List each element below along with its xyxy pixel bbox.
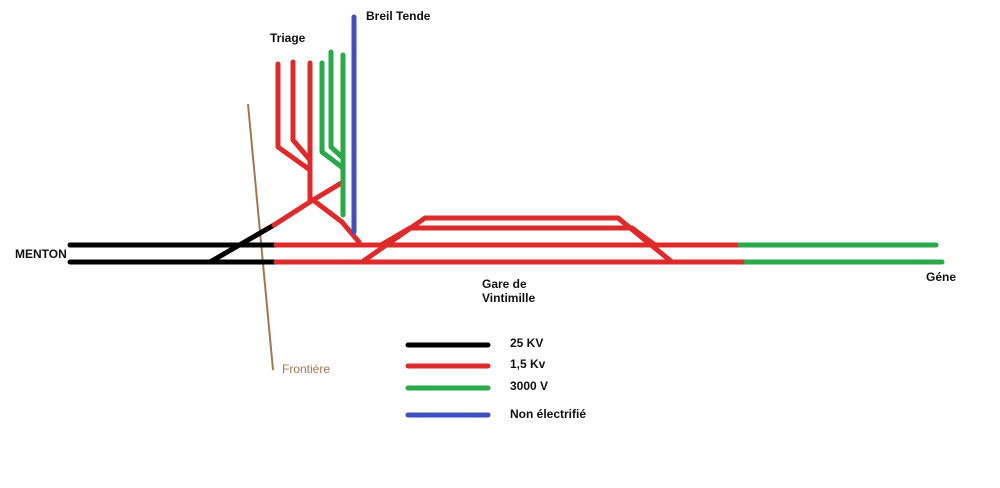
track-red-junction	[310, 197, 362, 245]
border-line	[247, 103, 274, 371]
label-breil-tende: Breil Tende	[366, 9, 431, 23]
legend-item-25kv: 25 KV	[405, 336, 543, 350]
label-gare-line1: Gare de	[482, 277, 527, 291]
label-frontiere: Frontiére	[282, 362, 330, 376]
track-green-triage-2	[328, 49, 346, 161]
legend-label-25kv: 25 KV	[510, 336, 543, 350]
tracks-3000v	[319, 49, 945, 265]
tracks-1-5kv	[271, 59, 749, 265]
legend-label-1-5kv: 1,5 Kv	[510, 357, 546, 371]
track-red-triage-2	[290, 59, 313, 163]
legend-label-3000v: 3000 V	[510, 379, 548, 393]
label-menton: MENTON	[15, 247, 67, 261]
track-red-triage-1	[275, 61, 313, 203]
track-25kv-crossover	[207, 222, 277, 265]
track-green-triage-1	[319, 60, 346, 171]
legend: 25 KV 1,5 Kv 3000 V Non électrifié	[405, 336, 586, 421]
label-gare-line2: Vintimille	[482, 291, 535, 305]
track-red-loop-outer	[359, 215, 675, 265]
label-gene: Géne	[926, 270, 956, 284]
legend-item-non-electrified: Non électrifié	[405, 407, 586, 421]
tracks-25kv	[67, 222, 279, 265]
label-triage: Triage	[270, 31, 306, 45]
track-red-loop-inner	[378, 225, 658, 248]
legend-item-3000v: 3000 V	[405, 379, 548, 393]
legend-label-non-electrified: Non électrifié	[510, 407, 586, 421]
legend-item-1-5kv: 1,5 Kv	[405, 357, 546, 371]
